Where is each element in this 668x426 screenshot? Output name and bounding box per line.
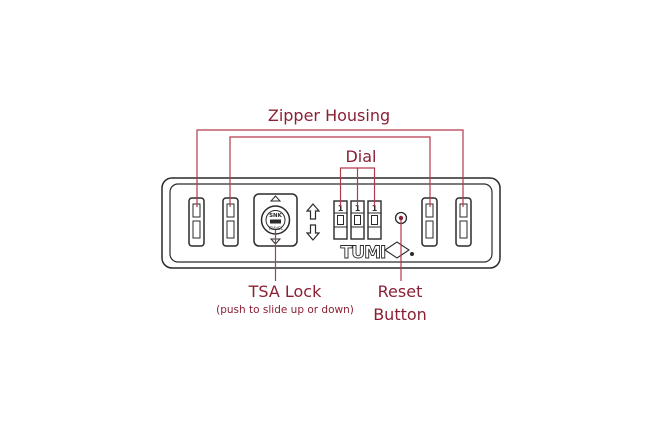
tsa-lock: SNK TRAVEL	[253, 193, 298, 247]
lock-body-outer	[161, 177, 501, 269]
dial-wheel-2: 1	[350, 200, 365, 240]
tsa-keyhole-text-top: SNK	[269, 213, 283, 219]
lock-body-inner	[169, 183, 493, 263]
tsa-lock-label: TSA Lock	[248, 282, 322, 301]
up-down-arrow-icon	[305, 203, 321, 241]
dial-leaders	[339, 167, 376, 206]
zipper-slot-left-outer	[188, 197, 205, 247]
dial-wheel-1: 1	[333, 200, 348, 240]
dial-2-digit: 1	[355, 204, 361, 213]
tumi-logo: TUMI	[340, 241, 414, 263]
tsa-keyhole-text-bottom: TRAVEL	[267, 226, 284, 231]
zipper-housing-label: Zipper Housing	[267, 106, 391, 125]
dial-1-digit: 1	[338, 204, 344, 213]
tsa-lock-note: (push to slide up or down)	[216, 304, 354, 316]
dial-3-digit: 1	[372, 204, 378, 213]
reset-label-line1: Reset	[377, 282, 423, 301]
reset-label-line2: Button	[373, 305, 427, 324]
dial-label: Dial	[345, 147, 377, 166]
zipper-housing-leaders	[196, 129, 464, 207]
svg-text:TUMI: TUMI	[341, 243, 386, 263]
tsa-up-triangle	[269, 195, 282, 202]
dial-wheel-3: 1	[367, 200, 382, 240]
